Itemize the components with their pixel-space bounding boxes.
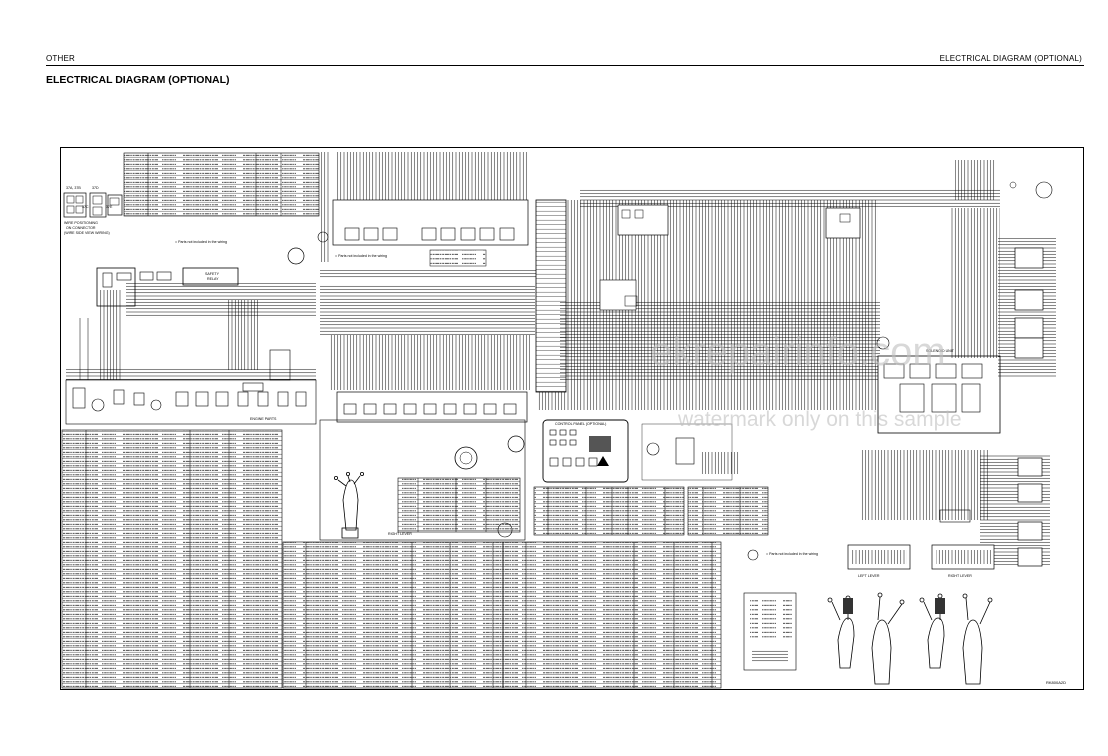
svg-text:RELAY: RELAY <box>207 277 219 281</box>
parts-table-center-right <box>502 541 722 689</box>
section-label-right: ELECTRICAL DIAGRAM (OPTIONAL) <box>939 54 1082 63</box>
connector-label-b: 37D <box>92 186 99 190</box>
connector-label-c: 37C <box>82 205 89 209</box>
small-tables-right <box>533 486 769 536</box>
right-lever-sketch <box>333 471 364 539</box>
diagram-frame <box>60 147 1084 690</box>
not-in-wiring-note-2: = Parts not included in the wiring <box>335 254 387 258</box>
right-lever-label: RIGHT LEVER <box>388 532 412 536</box>
not-in-wiring-note-3: = Parts not included in the wiring <box>766 552 818 556</box>
parts-table-left <box>61 429 283 689</box>
wire-positioning-note-2: ON CONNECTOR <box>66 226 96 230</box>
wire-positioning-note-3: (WIRE SIDE VIEW WIRING) <box>64 231 110 235</box>
fuse-symbol-1 <box>287 247 305 265</box>
right-lever-label-2: RIGHT LEVER <box>948 574 972 578</box>
page-title: ELECTRICAL DIAGRAM (OPTIONAL) <box>46 74 230 86</box>
control-panel: CONTROL PANEL (OPTIONAL) <box>542 419 629 483</box>
connector-label-d: 37E <box>106 205 113 209</box>
wire-positioning-note-1: WIRE POSITIONING <box>64 221 98 225</box>
watermark-main: ekrepairinfo.com <box>650 330 946 374</box>
not-in-wiring-note-1: = Parts not included in the wiring <box>175 240 227 244</box>
safety-relay-label: SAFETY <box>205 272 220 276</box>
component-table-top <box>123 152 320 217</box>
section-label-left: OTHER <box>46 54 75 63</box>
watermark-sample: watermark only on this sample <box>677 408 962 431</box>
header-rule <box>46 65 1084 66</box>
center-left-wiring: = Parts not included in the wiring <box>317 152 540 541</box>
control-unit-block <box>535 188 1000 410</box>
solenoid-unit-label: SOLENOID UNIT <box>926 349 955 353</box>
connector-label-a: 37A, 37B <box>66 186 81 190</box>
lever-boxes: LEFT LEVER RIGHT LEVER <box>847 544 995 578</box>
parts-table-center <box>282 541 504 689</box>
left-lever-label: LEFT LEVER <box>858 574 880 578</box>
right-wiring <box>825 160 1056 567</box>
engine-section: SAFETY RELAY ENGINE PARTS <box>65 267 317 425</box>
ground-connection <box>641 423 740 481</box>
wire-positioning-connectors: 37A, 37B 37D 37C 37E WIRE POSITIONING ON… <box>63 186 123 235</box>
solenoid-unit: SOLENOID UNIT <box>877 349 1001 434</box>
control-panel-label: CONTROL PANEL (OPTIONAL) <box>555 422 606 426</box>
legend-box <box>743 592 797 671</box>
doc-code: RK800A2D <box>1046 680 1066 685</box>
engine-parts-label: ENGINE PARTS <box>250 417 277 421</box>
small-table-center <box>397 477 521 533</box>
round-connector <box>454 446 478 470</box>
